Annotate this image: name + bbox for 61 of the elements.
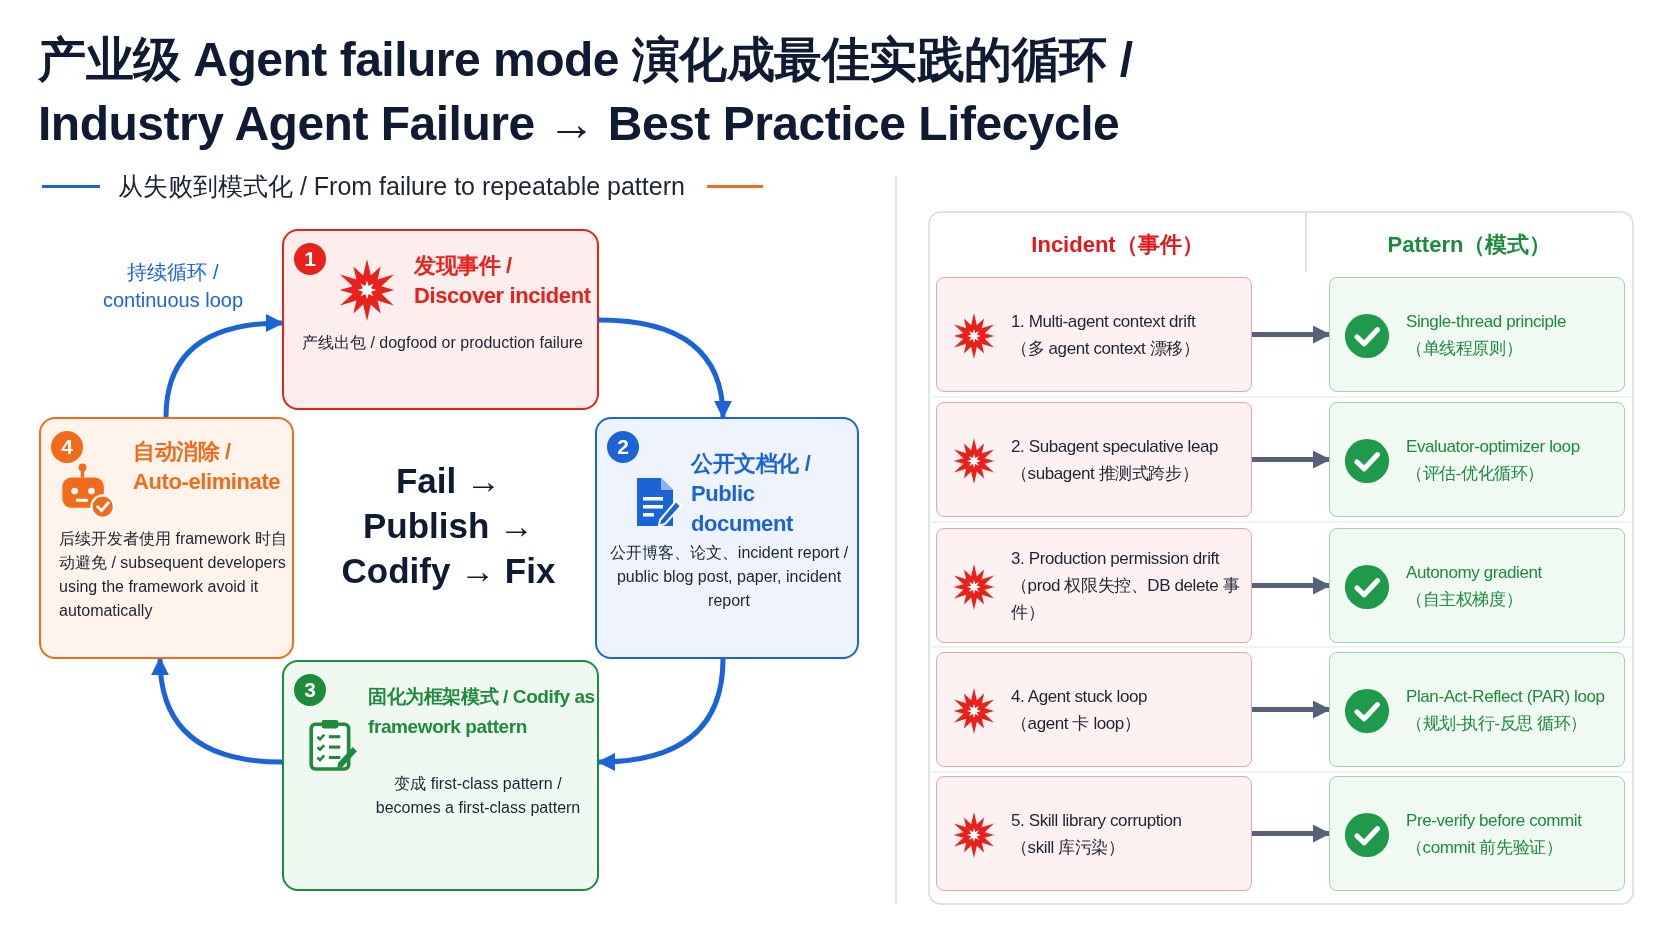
step-number-badge: 1 bbox=[294, 243, 326, 275]
step-description: 变成 first-class pattern / becomes a first-class pattern bbox=[374, 774, 582, 818]
pattern-title: Autonomy gradient bbox=[1406, 561, 1543, 584]
arrow bbox=[598, 317, 732, 419]
pattern-detail: （commit 前先验证） bbox=[1406, 836, 1564, 859]
incident-card bbox=[936, 652, 1252, 767]
column-header: Incident（事件） bbox=[1030, 231, 1205, 259]
step-card bbox=[282, 229, 599, 410]
incident-card bbox=[936, 277, 1252, 392]
pattern-detail: （规划-执行-反思 循环） bbox=[1406, 712, 1588, 735]
step-description: 后续开发者使用 framework 时自动避免 / subsequent developers using the framework avoid it automatically bbox=[59, 529, 287, 621]
incident-title: 2. Subagent speculative leap bbox=[1011, 435, 1220, 458]
step-description: 产线出包 / dogfood or production failure bbox=[301, 333, 584, 353]
pattern-title: Plan-Act-Reflect (PAR) loop bbox=[1406, 685, 1606, 708]
step-heading: 自动消除 / Auto-eliminate bbox=[133, 438, 282, 496]
arrow bbox=[1252, 576, 1331, 595]
incident-detail: （prod 权限失控、DB delete 事件） bbox=[1011, 575, 1241, 624]
incident-card bbox=[936, 528, 1252, 643]
pattern-card bbox=[1329, 277, 1625, 392]
arrow bbox=[597, 658, 726, 771]
step-heading: 公开文档化 / Public document bbox=[691, 450, 812, 538]
arrow bbox=[151, 657, 283, 765]
step-number-badge: 4 bbox=[51, 431, 83, 463]
incident-title: 4. Agent stuck loop bbox=[1011, 685, 1149, 708]
loop-label: 持续循环 / continuous loop bbox=[101, 260, 245, 313]
arrow bbox=[1252, 450, 1331, 469]
incident-title: 1. Multi-agent context drift bbox=[1011, 310, 1197, 333]
pattern-detail: （评估-优化循环） bbox=[1406, 462, 1546, 485]
pattern-card bbox=[1329, 776, 1625, 891]
cycle-summary: Fail → Publish → Codify → Fix bbox=[340, 460, 557, 592]
step-card bbox=[595, 417, 859, 659]
step-heading: 固化为框架模式 / Codify as framework pattern bbox=[368, 685, 596, 739]
step-description: 公开博客、论文、incident report / public blog post, paper, incident report bbox=[608, 543, 850, 611]
incident-detail: （skill 库污染） bbox=[1011, 836, 1126, 859]
incident-title: 3. Production permission drift bbox=[1011, 548, 1221, 570]
incident-card bbox=[936, 776, 1252, 891]
step-card bbox=[282, 660, 599, 891]
title: 产业级 Agent failure mode 演化成最佳实践的循环 / Industry Agent Failure → Best Practice Lifecycle bbox=[38, 32, 1134, 152]
arrow bbox=[1252, 325, 1331, 344]
pattern-title: Evaluator-optimizer loop bbox=[1406, 435, 1581, 458]
incident-detail: （subagent 推测式跨步） bbox=[1011, 462, 1200, 485]
pattern-card bbox=[1329, 402, 1625, 517]
pattern-detail: （自主权梯度） bbox=[1406, 588, 1524, 611]
arrow bbox=[1252, 700, 1331, 719]
pattern-title: Pre-verify before commit bbox=[1406, 809, 1583, 832]
column-header: Pattern（模式） bbox=[1386, 231, 1553, 259]
arrow bbox=[1252, 824, 1331, 843]
pattern-title: Single-thread principle bbox=[1406, 310, 1567, 333]
incident-title: 5. Skill library corruption bbox=[1011, 809, 1183, 832]
subtitle: 从失败到模式化 / From failure to repeatable pattern bbox=[118, 170, 685, 202]
incident-detail: （agent 卡 loop） bbox=[1011, 712, 1142, 735]
step-number-badge: 3 bbox=[294, 674, 326, 706]
pattern-card bbox=[1329, 528, 1625, 643]
step-heading: 发现事件 / Discover incident bbox=[414, 252, 592, 310]
pattern-card bbox=[1329, 652, 1625, 767]
pattern-detail: （单线程原则） bbox=[1406, 337, 1524, 360]
incident-card bbox=[936, 402, 1252, 517]
arrow bbox=[163, 314, 284, 418]
step-card bbox=[39, 417, 294, 659]
step-number-badge: 2 bbox=[607, 431, 639, 463]
incident-detail: （多 agent context 漂移） bbox=[1011, 337, 1201, 360]
